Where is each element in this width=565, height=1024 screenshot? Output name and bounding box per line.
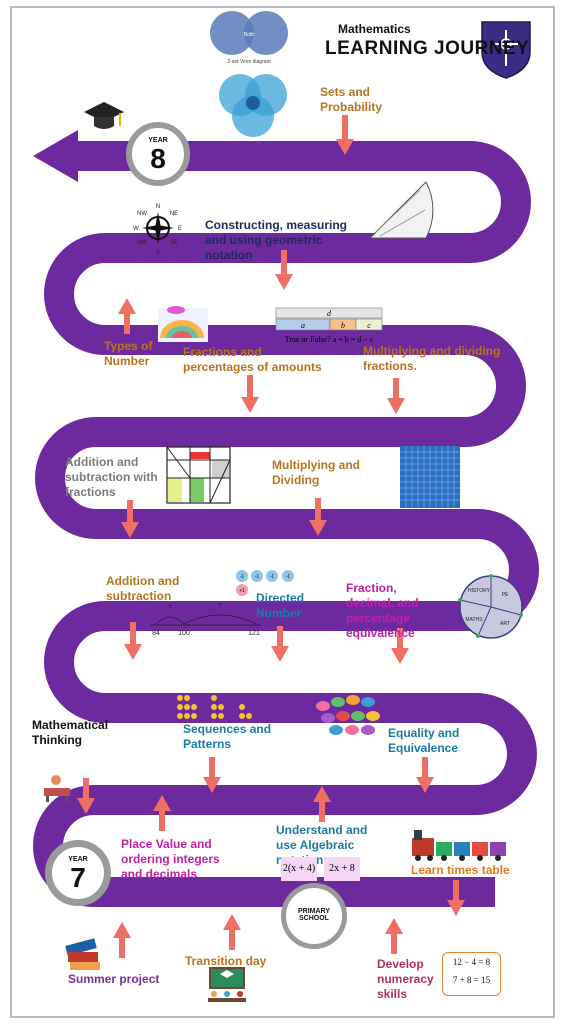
- svg-text:c: c: [367, 321, 371, 330]
- svg-text:N: N: [156, 204, 160, 210]
- year-7-badge: YEAR 7: [45, 840, 111, 906]
- topic-constructing: Constructing, measuring and using geomet…: [205, 218, 348, 262]
- svg-text:MATHS: MATHS: [465, 617, 483, 623]
- subjects-pie-image: HISTORY PE ART MATHS: [458, 574, 523, 639]
- topic-types-of-number: Types of Number: [104, 339, 153, 368]
- svg-text:-1: -1: [286, 574, 291, 580]
- svg-text:+1: +1: [239, 588, 245, 594]
- svg-text:NE: NE: [170, 211, 178, 217]
- svg-text:W: W: [133, 226, 139, 232]
- topic-sequences-patterns: Sequences and Patterns: [183, 722, 272, 751]
- topic-addition-subtraction: Addition and subtraction: [106, 574, 180, 603]
- graduation-cap-icon: [84, 102, 124, 129]
- progress-arrows: [77, 115, 465, 958]
- svg-text:100: 100: [178, 630, 190, 637]
- topic-fdp-equivalence: Fraction, decimal, and percentage equiva…: [346, 581, 419, 640]
- topic-fractions-percentages: Fractions and percentages of amounts: [183, 345, 322, 374]
- topic-mathematical-thinking: Mathematical Thinking: [32, 718, 109, 747]
- topic-place-value: Place Value and ordering integers and de…: [121, 837, 220, 881]
- svg-text:ART: ART: [500, 621, 510, 627]
- number-fact-2: 7 + 8 = 15: [452, 975, 491, 985]
- year-7-label: YEAR: [68, 856, 88, 863]
- topic-sets-probability: Sets and Probability: [320, 85, 383, 114]
- svg-text:-1: -1: [270, 574, 275, 580]
- compass-image: N S E W NE NW SE SW: [133, 204, 182, 256]
- svg-text:S: S: [156, 250, 160, 256]
- topic-multiplying-dividing: Multiplying and Dividing: [272, 458, 360, 487]
- number-fact-1: 12 − 4 = 8: [452, 957, 491, 967]
- svg-text:-1: -1: [240, 574, 245, 580]
- sequence-dots-image: [177, 695, 252, 719]
- topic-develop-numeracy: Develop numeracy skills: [377, 957, 434, 1001]
- year-7-number: 7: [70, 862, 86, 893]
- topic-addition-subtraction-fractions: Addition and subtraction with fractions: [65, 455, 158, 499]
- svg-text:b: b: [341, 321, 345, 330]
- svg-text:PE: PE: [502, 592, 509, 598]
- topic-summer-project: Summer project: [68, 972, 160, 986]
- year-8-label: YEAR: [148, 137, 168, 144]
- svg-text:-1: -1: [255, 574, 260, 580]
- topic-multiplying-dividing-fractions: Multiplying and dividing fractions.: [363, 344, 501, 373]
- venn-3set-image: [219, 74, 287, 137]
- equivalence-blobs-image: [316, 695, 380, 735]
- svg-text:a: a: [301, 321, 305, 330]
- svg-text:Both: Both: [244, 32, 255, 38]
- directed-counters-image: -1 -1 -1 -1 +1: [236, 570, 294, 596]
- topic-equality-equivalence: Equality and Equivalence: [388, 726, 460, 755]
- svg-text:SE: SE: [170, 240, 178, 246]
- svg-text:HISTORY: HISTORY: [468, 588, 491, 594]
- primary-school-badge: PRIMARY SCHOOL: [281, 883, 347, 949]
- fraction-circles-image: [158, 306, 208, 342]
- algebra-expression-1: 2(x + 4): [281, 857, 317, 881]
- svg-text:SW: SW: [137, 240, 147, 246]
- school-crest-logo: [481, 21, 531, 79]
- bar-model-image: d a b c True or False? a + b = d − c: [275, 307, 383, 344]
- topic-transition-day: Transition day: [185, 954, 267, 968]
- svg-text:E: E: [178, 226, 182, 232]
- svg-text:121: 121: [248, 630, 260, 637]
- topic-directed-number: Directed Number: [256, 591, 305, 620]
- train-icon: [412, 830, 506, 861]
- number-facts-box: 12 − 4 = 8 7 + 8 = 15: [442, 952, 501, 996]
- svg-text:2-set Venn diagram: 2-set Venn diagram: [227, 59, 270, 65]
- year-8-number: 8: [150, 143, 166, 174]
- header-title: LEARNING JOURNEY: [325, 38, 530, 59]
- number-line-image: ? ? 84 100 121: [150, 603, 262, 637]
- classroom-board-icon: [208, 967, 246, 1002]
- year-8-badge: YEAR 8: [126, 122, 190, 186]
- fraction-grid-image: [166, 446, 231, 504]
- road-arrowhead: [33, 130, 78, 182]
- header-subtitle: Mathematics: [338, 22, 411, 36]
- venn-2set-image: Both 2-set Venn diagram: [210, 11, 288, 65]
- svg-text:NW: NW: [137, 211, 147, 217]
- multiplication-grid-image: [400, 446, 460, 508]
- svg-text:True or False? a + b = d − c: True or False? a + b = d − c: [285, 335, 374, 344]
- protractor-image: [368, 181, 434, 239]
- svg-text:?: ?: [168, 605, 172, 612]
- svg-text:84: 84: [152, 630, 160, 637]
- topic-times-table: Learn times table: [411, 863, 510, 877]
- svg-text:d: d: [327, 309, 332, 318]
- teacher-icon: [44, 775, 70, 802]
- algebra-expression-2: 2x + 8: [324, 857, 360, 881]
- books-icon: [65, 938, 100, 970]
- svg-text:?: ?: [218, 603, 222, 610]
